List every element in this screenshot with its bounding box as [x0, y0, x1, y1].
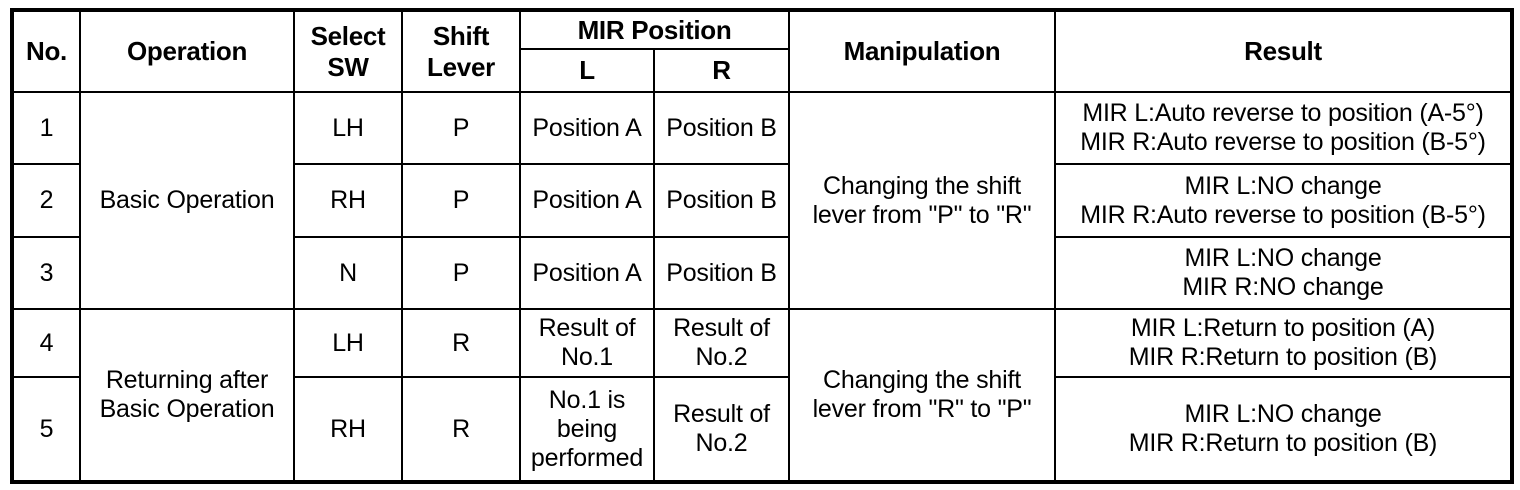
cell-mir-r: Position B — [653, 236, 790, 310]
table-row: 2 RH P Position A Position B MIR L:NO ch… — [11, 163, 1513, 238]
cell-no: 4 — [11, 308, 81, 378]
header-row-top: No. Operation Select SW Shift Lever MIR … — [11, 9, 1513, 93]
mir-r-line2: No.2 — [695, 343, 748, 371]
mir-r-line1: Result of — [673, 314, 770, 342]
result-line2: MIR R:Return to position (B) — [1128, 429, 1438, 457]
header-select-sw-line1: Select — [310, 21, 386, 52]
cell-result: MIR L:NO change MIR R:Return to position… — [1054, 376, 1513, 483]
cell-mir-l: No.1 is being performed — [519, 376, 655, 483]
header-result: Result — [1054, 9, 1513, 93]
cell-mir-l: Result of No.1 — [519, 308, 655, 378]
header-select-sw: Select SW — [293, 9, 403, 93]
header-mir-r: R — [653, 48, 790, 93]
cell-mir-l: Position A — [519, 236, 655, 310]
result-line2: MIR R:Auto reverse to position (B-5°) — [1080, 200, 1486, 229]
table-header: No. Operation Select SW Shift Lever MIR … — [11, 9, 1513, 93]
result-line1: MIR L:NO change — [1184, 400, 1382, 428]
cell-manipulation-r-to-p: Changing the shift lever from "R" to "P" — [788, 308, 1056, 483]
manipulation-line1: Changing the shift — [823, 171, 1021, 200]
cell-select-sw: RH — [293, 163, 403, 238]
cell-result: MIR L:Auto reverse to position (A-5°) MI… — [1054, 91, 1513, 165]
cell-no: 2 — [11, 163, 81, 238]
table-row: 3 N P Position A Position B MIR L:NO cha… — [11, 236, 1513, 310]
result-line1: MIR L:Auto reverse to position (A-5°) — [1082, 99, 1484, 127]
cell-select-sw: RH — [293, 376, 403, 483]
cell-mir-l: Position A — [519, 91, 655, 165]
header-shift-lever: Shift Lever — [401, 9, 521, 93]
cell-shift-lever: P — [401, 163, 521, 238]
header-no: No. — [11, 9, 81, 93]
header-operation: Operation — [79, 9, 295, 93]
mir-l-line1: No.1 is — [548, 385, 626, 414]
header-mir-position: MIR Position — [519, 9, 790, 50]
result-line1: MIR L:NO change — [1184, 244, 1382, 272]
manipulation-line2: lever from "P" to "R" — [812, 200, 1032, 229]
header-select-sw-line2: SW — [327, 51, 369, 82]
manipulation-line1: Changing the shift — [823, 366, 1021, 394]
header-manipulation: Manipulation — [788, 9, 1056, 93]
result-line2: MIR R:Auto reverse to position (B-5°) — [1080, 128, 1486, 156]
cell-result: MIR L:NO change MIR R:NO change — [1054, 236, 1513, 310]
operation-line1: Returning after — [105, 366, 269, 394]
cell-no: 5 — [11, 376, 81, 483]
cell-shift-lever: P — [401, 236, 521, 310]
cell-no: 1 — [11, 91, 81, 165]
result-line2: MIR R:NO change — [1182, 273, 1384, 301]
cell-shift-lever: R — [401, 308, 521, 378]
cell-shift-lever: R — [401, 376, 521, 483]
result-line1: MIR L:NO change — [1184, 171, 1382, 200]
result-line2: MIR R:Return to position (B) — [1128, 343, 1438, 371]
header-row-sub: L R — [12, 48, 1512, 93]
cell-manipulation-p-to-r: Changing the shift lever from "P" to "R" — [788, 91, 1056, 310]
table-body: 1 Basic Operation LH P Position A Positi… — [11, 91, 1513, 483]
cell-mir-r: Result of No.2 — [653, 308, 790, 378]
cell-operation-basic: Basic Operation — [79, 91, 295, 310]
mir-operation-table-container: No. Operation Select SW Shift Lever MIR … — [10, 8, 1514, 484]
cell-mir-l: Position A — [519, 163, 655, 238]
cell-select-sw: LH — [293, 308, 403, 378]
mir-l-line2: No.1 — [560, 343, 613, 371]
cell-result: MIR L:Return to position (A) MIR R:Retur… — [1054, 308, 1513, 378]
mir-l-line1: Result of — [538, 314, 636, 342]
mir-operation-table: No. Operation Select SW Shift Lever MIR … — [10, 8, 1514, 484]
mir-r-line1: Result of — [673, 400, 770, 428]
header-shift-lever-line1: Shift — [432, 21, 490, 52]
cell-select-sw: LH — [293, 91, 403, 165]
cell-mir-r: Position B — [653, 163, 790, 238]
cell-select-sw: N — [293, 236, 403, 310]
mir-r-line2: No.2 — [695, 429, 748, 457]
manipulation-line2: lever from "R" to "P" — [812, 395, 1032, 423]
table-row: 5 RH R No.1 is being performed Result of… — [11, 376, 1513, 483]
mir-l-line3: performed — [530, 443, 644, 472]
header-mir-l: L — [519, 48, 655, 93]
table-row: 4 Returning after Basic Operation LH R R… — [11, 308, 1513, 483]
cell-operation-returning: Returning after Basic Operation — [79, 308, 295, 483]
header-shift-lever-line2: Lever — [427, 51, 495, 82]
cell-mir-r: Result of No.2 — [653, 376, 790, 483]
operation-line2: Basic Operation — [99, 395, 275, 423]
cell-shift-lever: P — [401, 91, 521, 165]
result-line1: MIR L:Return to position (A) — [1130, 314, 1436, 342]
cell-result: MIR L:NO change MIR R:Auto reverse to po… — [1054, 163, 1513, 238]
cell-mir-r: Position B — [653, 91, 790, 165]
cell-no: 3 — [11, 236, 81, 310]
table-row: 1 Basic Operation LH P Position A Positi… — [11, 91, 1513, 310]
mir-l-line2: being — [556, 414, 618, 443]
